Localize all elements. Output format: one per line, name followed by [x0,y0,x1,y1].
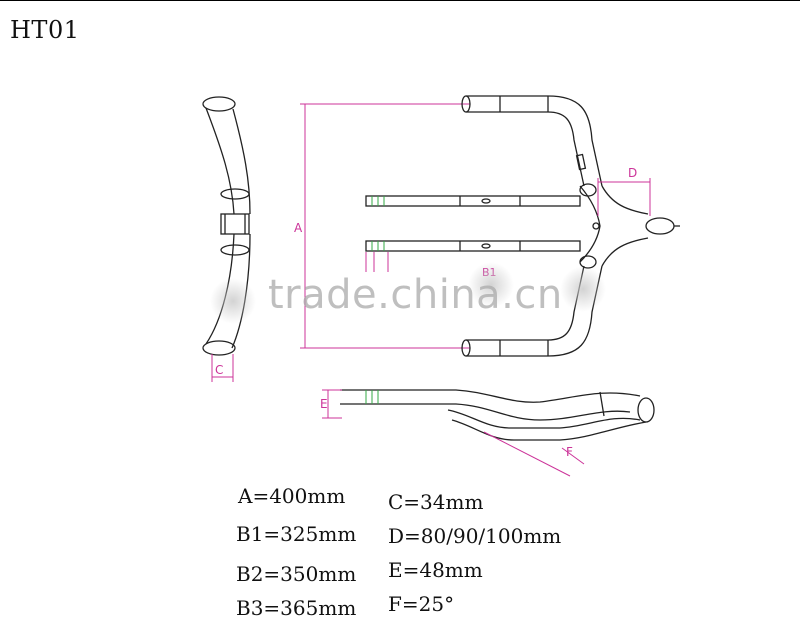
spec-c: C=34mm [388,490,484,514]
extension-markers [371,196,385,251]
dimension-c-lines [211,354,234,382]
spec-b2: B2=350mm [236,562,357,586]
elevation-view [340,389,655,441]
dimension-d-lines [597,178,651,216]
spec-d: D=80/90/100mm [388,524,562,548]
elevation-markers [365,390,379,404]
page-title: HT01 [10,16,80,44]
dimension-a-lines [300,103,470,349]
dimension-b-lines [365,252,389,272]
dimension-a-label: A [294,221,303,235]
spec-b1: B1=325mm [236,522,357,546]
watermark-text: trade.china.cn [268,272,563,318]
watermark-glow-right [560,266,606,312]
dimension-c-label: C [215,363,223,377]
spec-e: E=48mm [388,558,483,582]
spec-a: A=400mm [238,484,346,508]
watermark-glow-middle [468,262,514,308]
spec-f: F=25° [388,592,455,616]
dimension-d-label: D [628,166,637,180]
dimension-f-label: F [566,445,573,459]
dimension-e-label: E [320,397,328,411]
watermark-glow-left [210,278,256,324]
dimension-ef-lines [322,389,585,477]
top-view [365,95,680,357]
top-border [0,0,800,1]
spec-b3: B3=365mm [236,596,357,620]
